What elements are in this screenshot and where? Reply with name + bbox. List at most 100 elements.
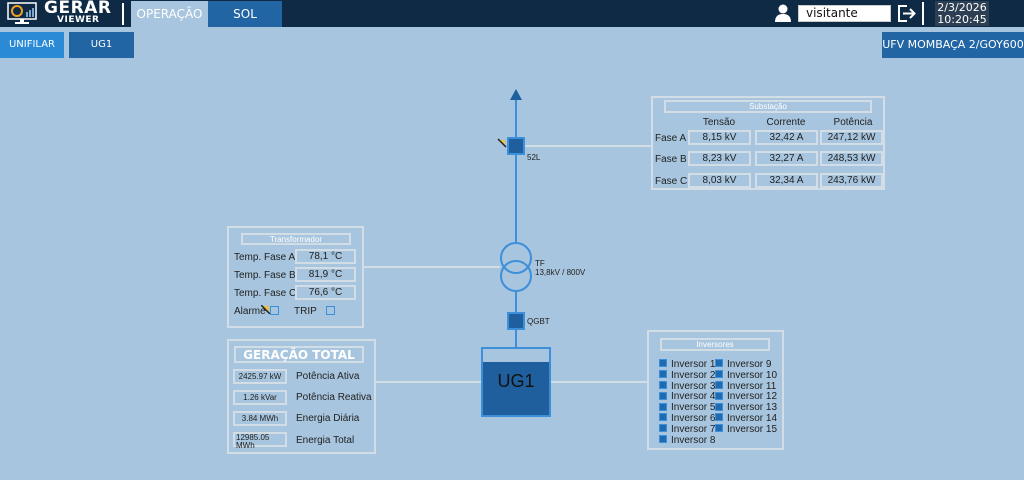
- breaker-52l-label: 52L: [527, 153, 541, 162]
- inverter-status-icon: [659, 434, 667, 443]
- total-energy-label: Energia Total: [296, 435, 355, 446]
- fase-b-tensao: 8,23 kV: [688, 151, 751, 166]
- tab-sol[interactable]: SOL: [208, 1, 282, 27]
- transformer-title: Transformador: [241, 233, 351, 245]
- logout-icon[interactable]: [897, 4, 917, 23]
- inverter-item[interactable]: Inversor 14: [715, 413, 777, 424]
- col-header-potencia: Potência: [833, 117, 873, 128]
- qgbt-breaker: [507, 312, 525, 330]
- inverter-item[interactable]: Inversor 7: [659, 424, 715, 435]
- ug1-button[interactable]: UG1: [69, 32, 134, 58]
- inverter-label: Inversor 9: [727, 359, 772, 370]
- inverters-title: Inversores: [660, 338, 770, 351]
- inverter-label: Inversor 12: [727, 391, 778, 403]
- inverter-item[interactable]: Inversor 12: [715, 391, 777, 402]
- alarm-label: Alarme: [234, 306, 266, 317]
- active-power-value: 2425.97 kW: [233, 369, 287, 384]
- temp-fase-a-label: Temp. Fase A: [234, 252, 296, 263]
- inverter-item[interactable]: Inversor 5: [659, 402, 715, 413]
- inverter-label: Inversor 11: [727, 380, 777, 392]
- substation-title: Substação: [664, 100, 872, 113]
- user-icon: [775, 4, 791, 22]
- row-label-fase-c: Fase C: [655, 176, 688, 187]
- transformer-ratio-label: 13,8kV / 800V: [535, 268, 586, 277]
- total-energy-value: 12985.05 MWh: [233, 432, 287, 450]
- inverter-status-icon: [715, 391, 723, 400]
- inverter-status-icon: [715, 413, 723, 422]
- header-divider: [122, 3, 124, 25]
- inverter-label: Inversor 6: [671, 413, 716, 424]
- temp-fase-c-value: 76,6 °C: [295, 285, 356, 300]
- col-header-tensao: Tensão: [702, 117, 736, 128]
- active-power-label: Potência Ativa: [296, 371, 360, 382]
- username-field[interactable]: visitante: [798, 5, 891, 22]
- qgbt-label: QGBT: [527, 317, 550, 326]
- inverter-item[interactable]: Inversor 4: [659, 391, 715, 402]
- export-arrow-icon: [510, 89, 522, 100]
- transformer-panel: [227, 226, 364, 328]
- ug1-unit-label: UG1: [497, 371, 535, 391]
- inverter-label: Inversor 5: [671, 402, 716, 414]
- inverter-item[interactable]: Inversor 6: [659, 413, 715, 424]
- reactive-power-label: Potência Reativa: [296, 392, 372, 403]
- fase-b-potencia: 248,53 kW: [820, 151, 883, 166]
- ug1-unit-header: [483, 349, 549, 362]
- alarm-checkbox[interactable]: [270, 306, 279, 315]
- inverter-item[interactable]: Inversor 11: [715, 381, 776, 392]
- fase-a-tensao: 8,15 kV: [688, 130, 751, 145]
- inverter-item[interactable]: Inversor 9: [715, 359, 771, 370]
- inverter-label: Inversor 4: [671, 391, 716, 403]
- inverter-item[interactable]: Inversor 3: [659, 381, 715, 392]
- logo-subtext: VIEWER: [57, 15, 100, 25]
- app-logo: GERAR VIEWER: [4, 0, 124, 26]
- inverter-item[interactable]: Inversor 13: [715, 402, 777, 413]
- trip-label: TRIP: [294, 306, 317, 317]
- inverter-item[interactable]: Inversor 1: [659, 359, 715, 370]
- inverter-label: Inversor 8: [671, 434, 716, 446]
- inverter-label: Inversor 2: [671, 369, 716, 381]
- inverter-label: Inversor 13: [727, 402, 778, 414]
- generation-title: GERAÇÃO TOTAL: [234, 346, 364, 363]
- tab-operacao[interactable]: OPERAÇÃO: [131, 1, 208, 27]
- ug1-unit-block[interactable]: UG1: [481, 347, 551, 417]
- inverter-label: Inversor 3: [671, 380, 716, 392]
- col-header-corrente: Corrente: [766, 117, 806, 128]
- substation-panel: [651, 96, 885, 190]
- breaker-tag-icon: [497, 138, 507, 148]
- inverter-status-icon: [715, 380, 723, 389]
- inverter-status-icon: [659, 413, 667, 422]
- inverter-item[interactable]: Inversor 8: [659, 435, 715, 446]
- transformer-winding-primary: [500, 242, 532, 274]
- inverter-status-icon: [659, 402, 667, 411]
- temp-fase-a-value: 78,1 °C: [295, 249, 356, 264]
- reactive-power-value: 1.26 kVar: [233, 390, 287, 405]
- unifilar-button[interactable]: UNIFILAR: [0, 32, 64, 58]
- fase-a-potencia: 247,12 kW: [820, 130, 883, 145]
- header-divider-right: [922, 2, 924, 25]
- generation-panel: [227, 339, 376, 454]
- breaker-52l: [507, 137, 525, 155]
- fase-a-corrente: 32,42 A: [755, 130, 818, 145]
- inverter-status-icon: [715, 424, 723, 433]
- inverter-item[interactable]: Inversor 2: [659, 370, 715, 381]
- fase-c-tensao: 8,03 kV: [688, 173, 751, 188]
- top-header: GERAR VIEWER OPERAÇÃO SOL visitante 2/3/…: [0, 0, 1024, 27]
- temp-fase-b-value: 81,9 °C: [295, 267, 356, 282]
- inverter-status-icon: [715, 402, 723, 411]
- transformer-winding-secondary: [500, 260, 532, 292]
- inverter-label: Inversor 7: [671, 423, 716, 435]
- daily-energy-value: 3.84 MWh: [233, 411, 287, 426]
- trip-checkbox[interactable]: [326, 306, 335, 315]
- fase-c-corrente: 32,34 A: [755, 173, 818, 188]
- inverter-item[interactable]: Inversor 10: [715, 370, 777, 381]
- time-text: 10:20:45: [937, 13, 987, 26]
- inverter-status-icon: [659, 380, 667, 389]
- inverter-item[interactable]: Inversor 15: [715, 424, 777, 435]
- logo-text: GERAR: [44, 0, 112, 18]
- inverter-label: Inversor 14: [727, 413, 778, 424]
- inverter-status-icon: [659, 359, 667, 368]
- inverter-status-icon: [715, 359, 723, 368]
- logo-monitor-icon: [7, 2, 37, 24]
- inverter-status-icon: [659, 370, 667, 379]
- inverter-label: Inversor 15: [727, 423, 778, 435]
